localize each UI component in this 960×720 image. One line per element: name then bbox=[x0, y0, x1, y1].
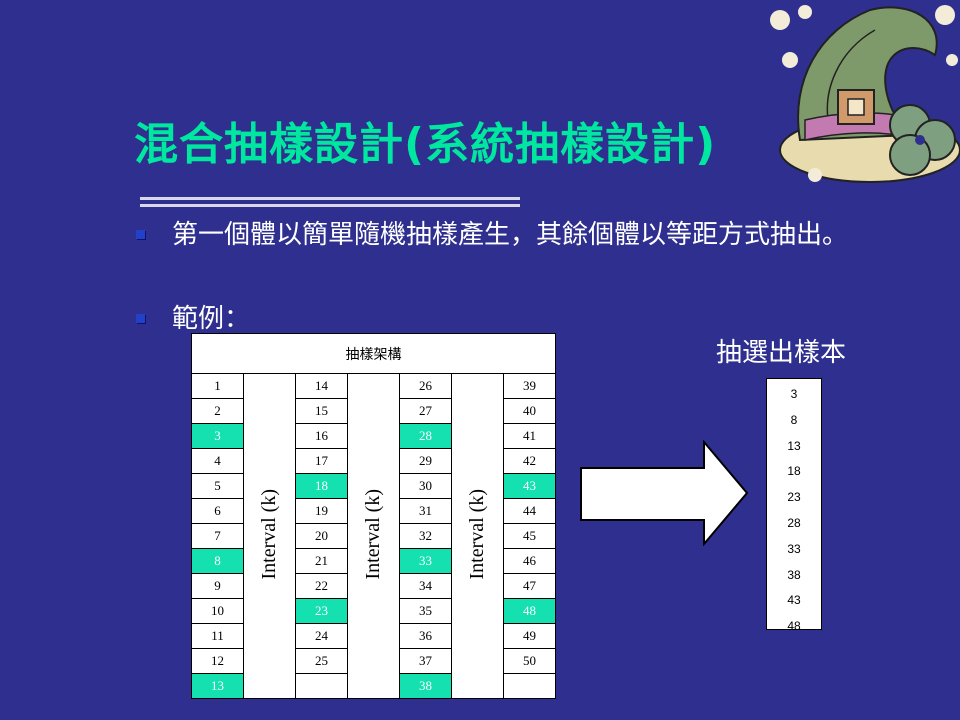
frame-cell: 22 bbox=[295, 573, 348, 599]
bullet-marker-icon bbox=[136, 314, 145, 323]
title-underline bbox=[140, 197, 520, 211]
sample-item: 28 bbox=[787, 515, 801, 530]
frame-cell: 29 bbox=[399, 448, 452, 474]
frame-cell: 33 bbox=[399, 548, 452, 574]
bullet-example-text: 範例： bbox=[172, 304, 251, 334]
frame-cell: 19 bbox=[295, 498, 348, 524]
frame-cell: 48 bbox=[503, 598, 556, 624]
frame-cell: 38 bbox=[399, 673, 452, 699]
frame-cell: 37 bbox=[399, 648, 452, 674]
table-row: 11 24 36 49 bbox=[191, 623, 556, 649]
sample-heading: 抽選出樣本 bbox=[716, 338, 847, 368]
table-row: 10 23 35 48 bbox=[191, 598, 556, 624]
frame-cell: 42 bbox=[503, 448, 556, 474]
frame-cell: 27 bbox=[399, 398, 452, 424]
right-arrow-icon bbox=[580, 440, 749, 546]
frame-cell: 2 bbox=[191, 398, 244, 424]
frame-cell: 13 bbox=[191, 673, 244, 699]
frame-cell: 23 bbox=[295, 598, 348, 624]
slide-title: 混合抽樣設計(系統抽樣設計) bbox=[134, 119, 717, 170]
frame-cell: 21 bbox=[295, 548, 348, 574]
table-row: 9 22 34 47 bbox=[191, 573, 556, 599]
frame-cell: 1 bbox=[191, 373, 244, 399]
sample-item: 33 bbox=[787, 541, 801, 556]
interval-label: Interval (k) bbox=[362, 488, 384, 580]
frame-cell: 17 bbox=[295, 448, 348, 474]
sample-item: 8 bbox=[790, 412, 798, 427]
frame-cell: 14 bbox=[295, 373, 348, 399]
frame-cell: 39 bbox=[503, 373, 556, 399]
table-row: 3 16 28 41 bbox=[191, 423, 556, 449]
frame-cell: 12 bbox=[191, 648, 244, 674]
frame-cell: 45 bbox=[503, 523, 556, 549]
sample-item: 43 bbox=[787, 593, 801, 608]
frame-cell: 10 bbox=[191, 598, 244, 624]
bullet-marker-icon bbox=[136, 230, 145, 239]
frame-cell: 32 bbox=[399, 523, 452, 549]
sample-item: 23 bbox=[787, 490, 801, 505]
interval-label-cell: Interval (k) bbox=[347, 373, 400, 699]
frame-cell: 34 bbox=[399, 573, 452, 599]
table-row: 5 18 30 43 bbox=[191, 473, 556, 499]
bullet-definition-text: 第一個體以簡單隨機抽樣產生，其餘個體以等距方式抽出。 bbox=[172, 220, 849, 250]
frame-cell: 31 bbox=[399, 498, 452, 524]
frame-cell: 18 bbox=[295, 473, 348, 499]
frame-cell: 36 bbox=[399, 623, 452, 649]
frame-cell: 16 bbox=[295, 423, 348, 449]
frame-cell: 35 bbox=[399, 598, 452, 624]
frame-cell: 47 bbox=[503, 573, 556, 599]
frame-cell: 9 bbox=[191, 573, 244, 599]
frame-cell: 25 bbox=[295, 648, 348, 674]
interval-label-cell: Interval (k) bbox=[451, 373, 504, 699]
frame-cell: 15 bbox=[295, 398, 348, 424]
frame-cell: 24 bbox=[295, 623, 348, 649]
frame-cell: 28 bbox=[399, 423, 452, 449]
frame-cell: 50 bbox=[503, 648, 556, 674]
frame-cell: 20 bbox=[295, 523, 348, 549]
sample-item: 48 bbox=[787, 619, 801, 634]
sample-item: 38 bbox=[787, 567, 801, 582]
frame-cell: 5 bbox=[191, 473, 244, 499]
interval-label-cell: Interval (k) bbox=[243, 373, 296, 699]
frame-cell-empty bbox=[503, 673, 556, 699]
frame-cell: 6 bbox=[191, 498, 244, 524]
bullet-example: 範例： bbox=[136, 302, 896, 336]
table-row: 12 25 37 50 bbox=[191, 648, 556, 674]
frame-cell: 8 bbox=[191, 548, 244, 574]
interval-label: Interval (k) bbox=[466, 488, 488, 580]
table-row: 2 15 27 40 bbox=[191, 398, 556, 424]
frame-cell: 49 bbox=[503, 623, 556, 649]
frame-cell: 30 bbox=[399, 473, 452, 499]
frame-table-header: 抽樣架構 bbox=[191, 333, 556, 374]
frame-cell: 7 bbox=[191, 523, 244, 549]
frame-cell: 40 bbox=[503, 398, 556, 424]
interval-label: Interval (k) bbox=[258, 488, 280, 580]
sample-item: 13 bbox=[787, 438, 801, 453]
frame-cell: 26 bbox=[399, 373, 452, 399]
bullet-definition: 第一個體以簡單隨機抽樣產生，其餘個體以等距方式抽出。 bbox=[136, 218, 896, 252]
frame-cell: 46 bbox=[503, 548, 556, 574]
frame-cell: 4 bbox=[191, 448, 244, 474]
frame-cell: 44 bbox=[503, 498, 556, 524]
sample-item: 18 bbox=[787, 464, 801, 479]
table-row: 13 38 bbox=[191, 673, 556, 699]
witch-hat-clipart-icon bbox=[770, 5, 960, 183]
frame-cell: 3 bbox=[191, 423, 244, 449]
frame-cell-empty bbox=[295, 673, 348, 699]
frame-cell: 41 bbox=[503, 423, 556, 449]
sample-item: 3 bbox=[790, 387, 798, 401]
frame-cell: 11 bbox=[191, 623, 244, 649]
frame-cell: 43 bbox=[503, 473, 556, 499]
